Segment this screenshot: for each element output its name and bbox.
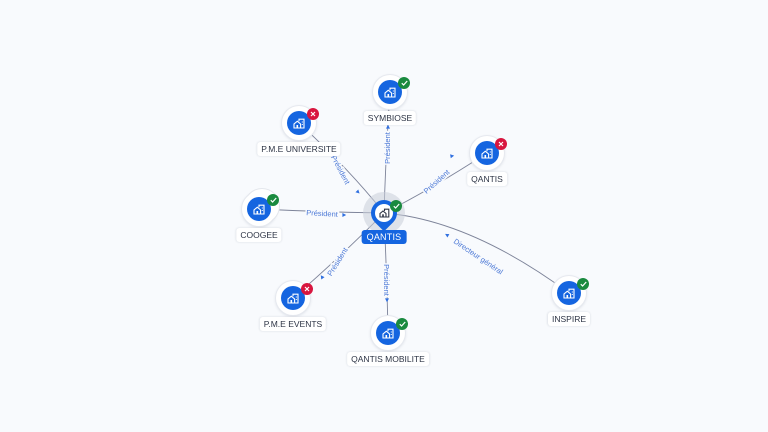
edge-arrow-icon [450, 154, 455, 159]
node-label: P.M.E EVENTS [259, 317, 327, 331]
edge-label: Président [422, 167, 452, 196]
node-label: P.M.E UNIVERSITE [257, 142, 341, 156]
edge-label: Directeur général [452, 237, 505, 277]
node-label: COOGEE [236, 228, 282, 242]
node-label: QANTIS MOBILITE [347, 352, 429, 366]
status-active-icon [390, 200, 402, 212]
edge-label: Président [306, 208, 339, 219]
status-inactive-icon [301, 283, 313, 295]
edge-arrow-icon [386, 124, 390, 129]
edge-label: Président [325, 245, 350, 277]
edge-arrow-icon [355, 189, 360, 194]
node-label: SYMBIOSE [363, 111, 417, 125]
building-icon [287, 111, 311, 135]
node-label: QANTIS [467, 172, 507, 186]
center-node-label: QANTIS [361, 230, 407, 244]
status-inactive-icon [495, 138, 507, 150]
edge-arrow-icon [320, 275, 325, 280]
edge-arrow-icon [385, 298, 389, 303]
edge-inspire [383, 212, 570, 294]
status-active-icon [398, 77, 410, 89]
edge-arrow-icon [445, 233, 450, 238]
edge-label: Président [383, 131, 392, 164]
status-active-icon [267, 194, 279, 206]
status-active-icon [396, 318, 408, 330]
building-icon [375, 204, 393, 222]
edge-arrow-icon [342, 213, 347, 217]
status-active-icon [577, 278, 589, 290]
node-label: INSPIRE [547, 312, 591, 326]
status-inactive-icon [307, 108, 319, 120]
edge-label: Président [329, 154, 352, 187]
edge-label: Président [382, 264, 391, 297]
